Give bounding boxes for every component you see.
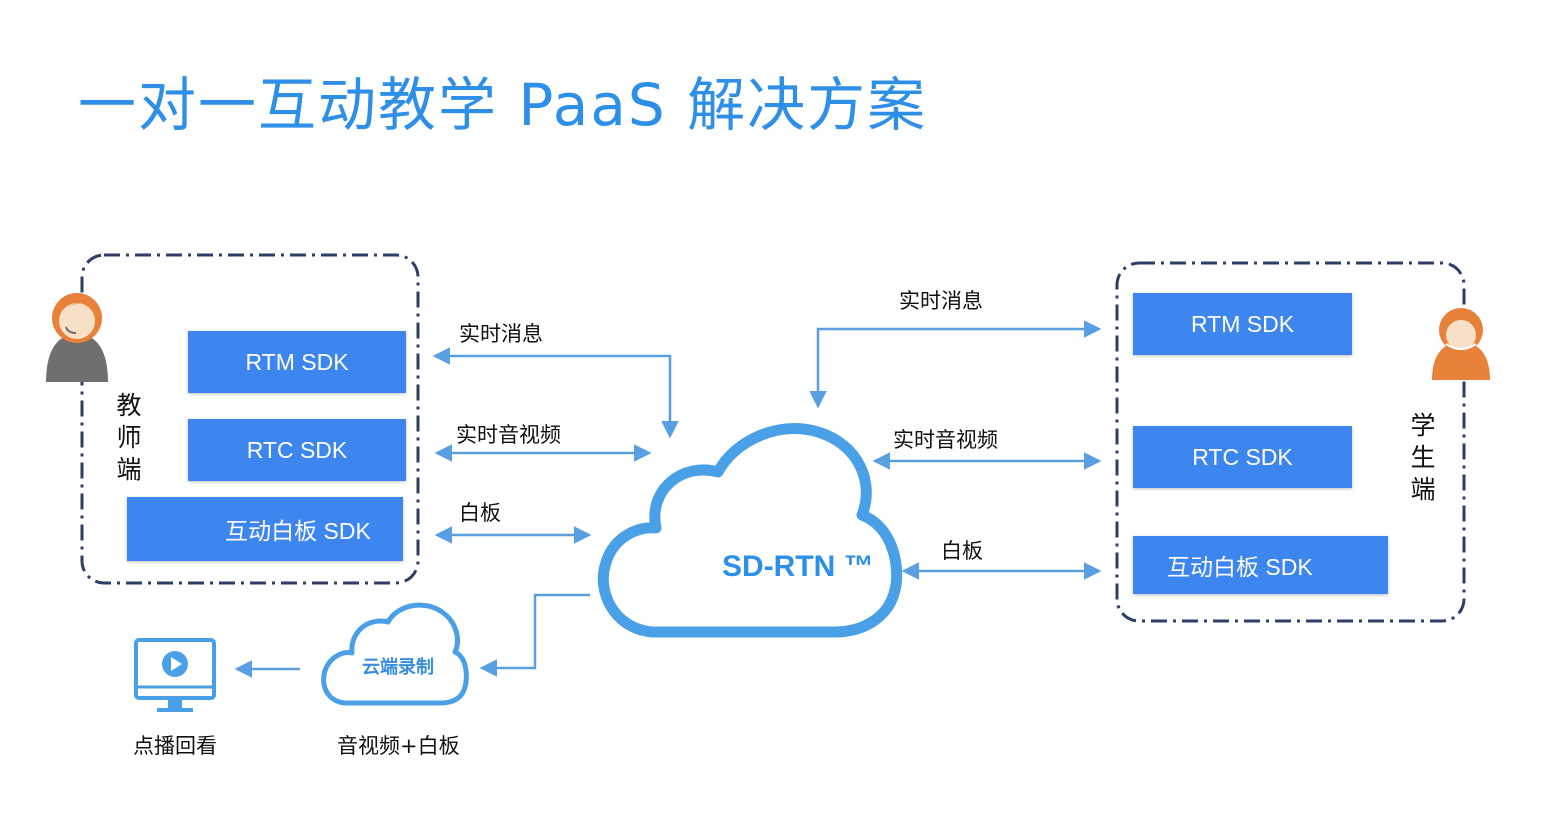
student-rtc-sdk: RTC SDK [1133,426,1352,488]
page-title: 一对一互动教学 PaaS 解决方案 [78,71,928,139]
teacher-avatar-icon [46,293,108,382]
link-label-student-rtm: 实时消息 [899,289,983,313]
student-container [1115,261,1466,623]
left-arrows [432,347,679,544]
arrow-teacher-rtm [432,347,679,439]
link-label-teacher-rtm: 实时消息 [459,322,543,346]
recording-caption: 音视频+白板 [337,734,460,758]
playback-caption: 点播回看 [133,734,217,758]
teacher-whiteboard-sdk: 互动白板 SDK [127,497,403,561]
link-label-teacher-rtc: 实时音视频 [456,423,561,447]
arrow-to-recording [479,593,590,677]
student-label: 学生端 [1410,411,1436,504]
network-name: SD-RTN ™ [722,550,874,583]
teacher-rtm-sdk: RTM SDK [188,331,406,393]
arrow-student-rtm [809,320,1102,409]
teacher-container [80,253,420,585]
right-arrows [809,320,1102,580]
link-label-teacher-whiteboard: 白板 [459,501,501,525]
teacher-rtc-sdk: RTC SDK [188,419,406,481]
student-rtm-sdk: RTM SDK [1133,293,1352,355]
student-whiteboard-sdk: 互动白板 SDK [1133,536,1388,594]
link-label-student-whiteboard: 白板 [941,539,983,563]
sd-rtn-cloud-icon [597,423,903,638]
playback-monitor-icon [134,638,216,712]
cloud-recording-icon [321,602,469,706]
student-avatar-icon [1432,308,1490,380]
teacher-label: 教师端 [116,391,142,484]
link-label-student-rtc: 实时音视频 [893,428,998,452]
recording-name: 云端录制 [362,657,434,678]
